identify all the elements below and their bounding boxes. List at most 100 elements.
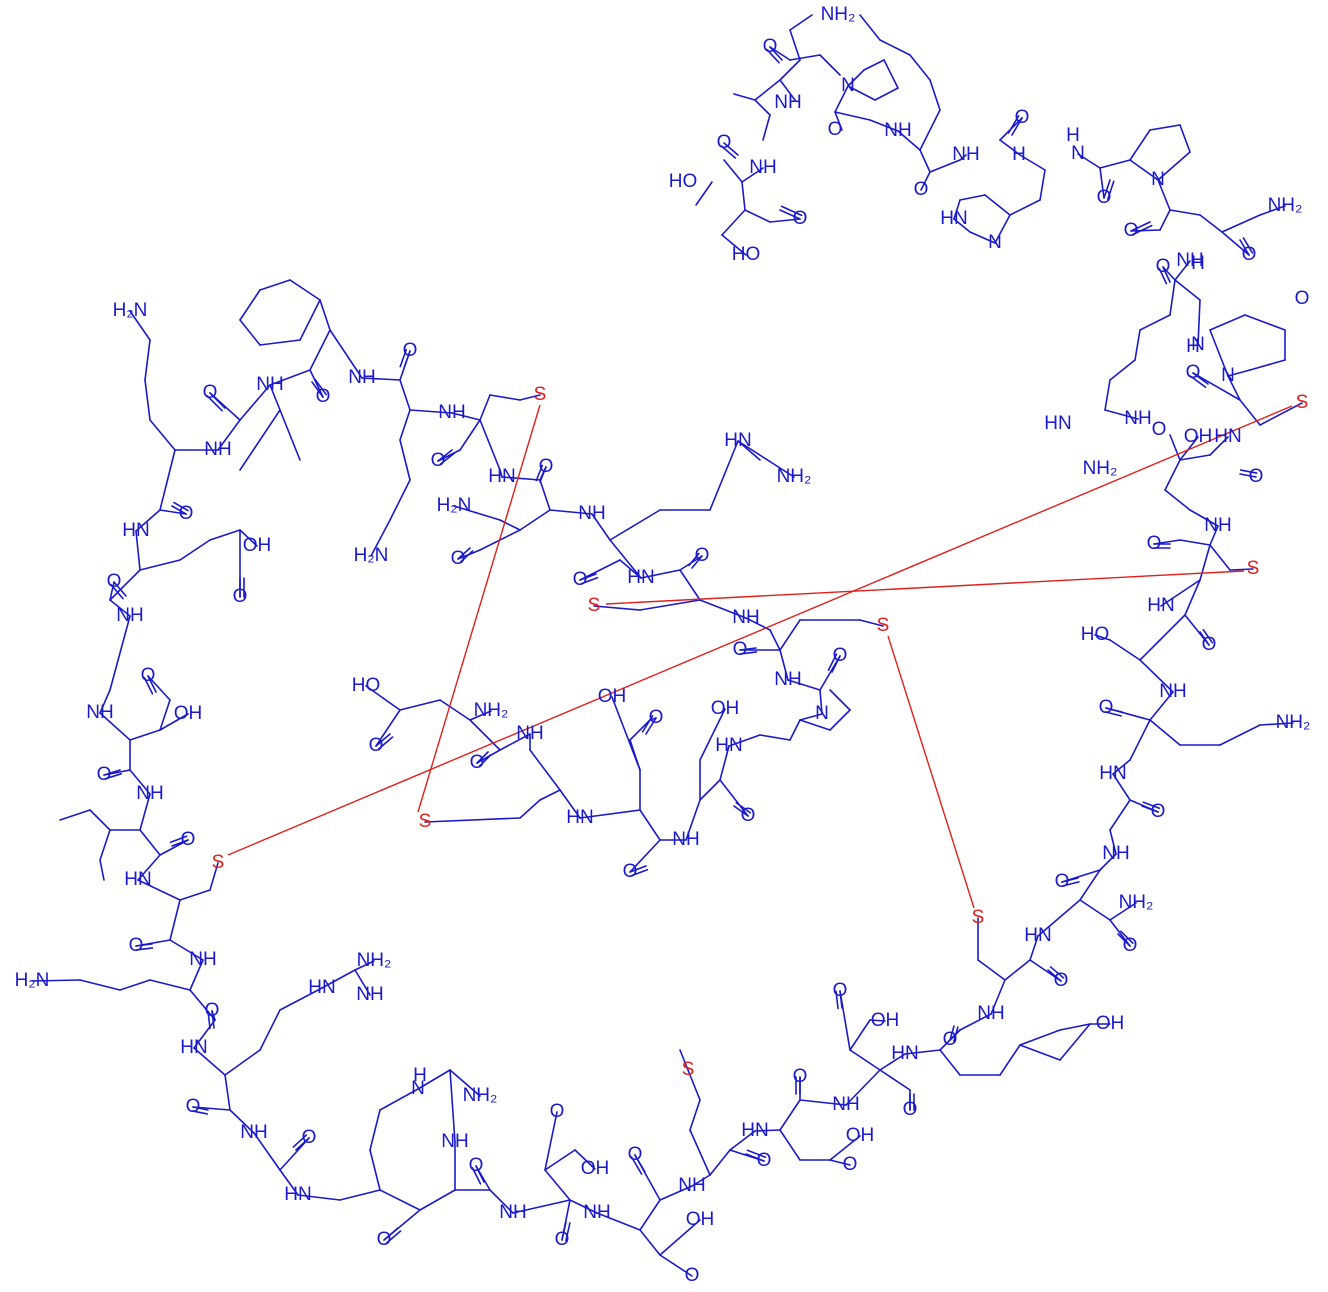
sulfur-label: S [588, 595, 601, 616]
covalent-bond [1199, 544, 1211, 581]
amine-label: NH₂ [463, 1085, 498, 1106]
oxygen-label: O [1054, 970, 1069, 991]
covalent-bond [1059, 1023, 1091, 1061]
covalent-bond [259, 1009, 281, 1051]
covalent-bond [544, 1111, 558, 1171]
hydroxyl-label: OH [1184, 426, 1213, 447]
sulfur-label: S [1296, 392, 1309, 413]
oxygen-label: O [377, 1229, 392, 1250]
covalent-bond [744, 209, 771, 223]
covalent-bond [819, 54, 841, 76]
amine-label: NH₂ [474, 700, 509, 721]
covalent-bond [639, 599, 701, 611]
covalent-bond [399, 379, 411, 411]
covalent-bond [1139, 639, 1161, 661]
amide-nh-label: HN [741, 1120, 768, 1141]
amide-nh-label: NH [672, 829, 699, 850]
oxygen-label: O [685, 1265, 700, 1286]
oxygen-label: O [1152, 419, 1167, 440]
hydrogen-label: H [1066, 125, 1080, 146]
covalent-bond [859, 619, 884, 627]
covalent-bond [779, 1099, 801, 1131]
amide-nh-label: HN [715, 735, 742, 756]
covalent-bond [99, 689, 111, 714]
covalent-bond [819, 689, 823, 715]
oxygen-label: O [1202, 634, 1217, 655]
covalent-bond [193, 1019, 216, 1049]
covalent-bond [659, 1185, 693, 1201]
covalent-bond [1149, 691, 1174, 721]
covalent-bond [879, 39, 911, 56]
covalent-bond [1174, 279, 1201, 301]
covalent-bond [1099, 853, 1117, 871]
nitrogen-label: N [988, 232, 1002, 253]
covalent-bond [1059, 1023, 1091, 1031]
covalent-bond [1129, 719, 1151, 761]
covalent-bond [994, 214, 1011, 244]
covalent-bond [579, 809, 641, 819]
covalent-bond [1019, 1044, 1061, 1061]
oxygen-label: O [573, 569, 588, 590]
covalent-bond [224, 1049, 261, 1076]
hydroxyl-label: OH [581, 1158, 610, 1179]
covalent-bond [1037, 899, 1081, 937]
covalent-bond [189, 959, 204, 991]
covalent-bond [1112, 759, 1131, 775]
guanidine-label: HN [308, 977, 335, 998]
covalent-bond [754, 1129, 781, 1132]
covalent-bond [1162, 266, 1171, 283]
covalent-bond [849, 1049, 881, 1071]
covalent-bond [171, 839, 189, 847]
double-bond-line [206, 395, 223, 412]
covalent-bond [239, 529, 258, 547]
covalent-bond [1239, 473, 1257, 478]
covalent-bond [1209, 544, 1231, 571]
oxygen-label: O [1156, 256, 1171, 277]
covalent-bond [745, 1153, 765, 1162]
covalent-bond [779, 1129, 801, 1161]
hydrogen-label: H [1186, 336, 1200, 357]
covalent-bond [1179, 454, 1211, 461]
amide-nh-label: NH [86, 702, 113, 723]
covalent-bond [969, 231, 996, 244]
amide-nh-label: HN [488, 466, 515, 487]
sulfur-label: S [419, 811, 432, 832]
covalent-bond [1192, 372, 1209, 385]
covalent-bond [639, 1199, 661, 1231]
amide-nh-label: NH [204, 439, 231, 460]
covalent-bond [689, 1099, 701, 1131]
oxygen-label: O [1295, 288, 1310, 309]
double-bond-line [169, 835, 188, 844]
double-bond-line [471, 1166, 482, 1185]
covalent-bond [1209, 436, 1229, 456]
covalent-bond [741, 181, 746, 211]
covalent-bond [579, 573, 597, 581]
oxygen-label: O [843, 1154, 858, 1175]
oxygen-label: O [97, 764, 112, 785]
covalent-bond [1105, 707, 1123, 713]
covalent-bond [253, 1132, 281, 1171]
sulfur-label: S [972, 907, 985, 928]
oxygen-label: O [757, 1150, 772, 1171]
covalent-bond [691, 1174, 711, 1187]
covalent-bond [787, 679, 821, 691]
double-bond-line [385, 1230, 402, 1244]
covalent-bond [519, 799, 541, 819]
double-bond-line [1120, 930, 1134, 944]
covalent-bond [593, 605, 641, 611]
covalent-bond [289, 279, 321, 301]
sulfur-label: S [1247, 558, 1260, 579]
covalent-bond [475, 1165, 485, 1183]
covalent-bond [354, 960, 375, 971]
covalent-bond [311, 381, 324, 398]
covalent-bond [829, 1159, 851, 1166]
oxygen-label: O [1249, 466, 1264, 487]
covalent-bond [847, 69, 865, 87]
covalent-bond [779, 79, 796, 101]
covalent-bond [1104, 409, 1139, 420]
double-bond-line [439, 452, 456, 465]
amide-nh-label: NH [977, 1003, 1004, 1024]
hydroxyl-label: OH [686, 1209, 715, 1230]
covalent-bond [1192, 372, 1241, 401]
oxygen-label: O [833, 980, 848, 1001]
